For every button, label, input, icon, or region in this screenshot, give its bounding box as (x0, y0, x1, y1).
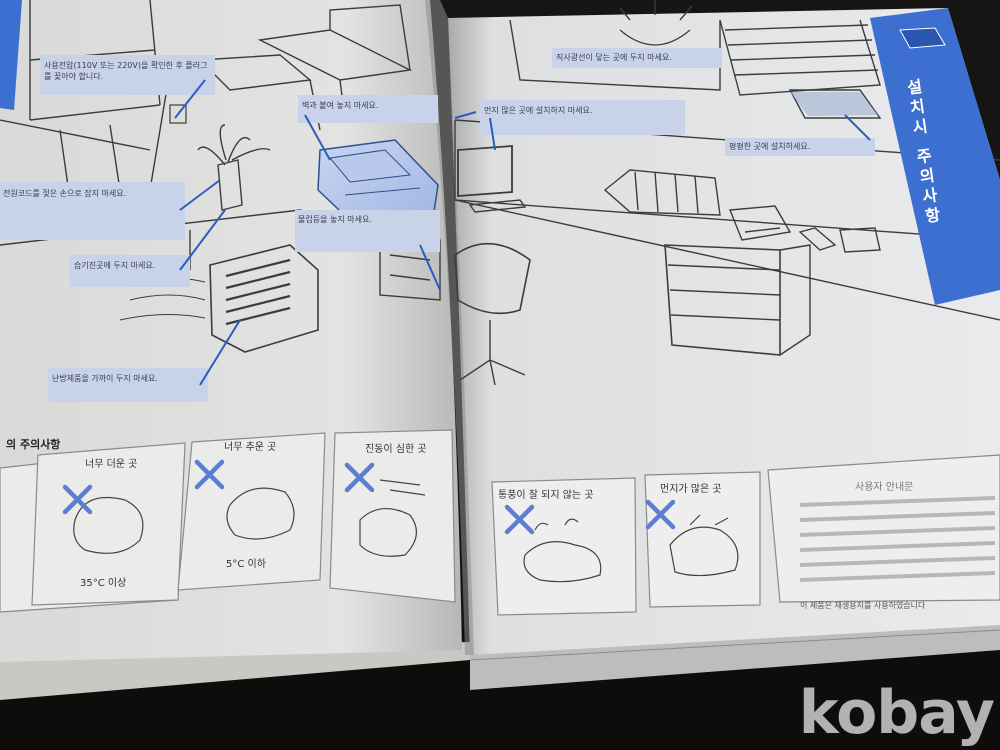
left-callouts (0, 55, 440, 402)
left-x-marks (62, 459, 375, 515)
right-footnote: 이 제품은 재생용지를 사용하였습니다 (800, 601, 926, 610)
callout-water-cup: 물컵등을 놓지 마세요. (298, 215, 372, 224)
right-callouts (480, 48, 875, 156)
note-text-lines (799, 496, 996, 582)
left-section-title: 의 주의사항 (6, 438, 61, 451)
callout-wall: 벽과 붙여 놓지 마세요. (302, 101, 379, 110)
right-x-marks (504, 499, 676, 535)
callout-power-cord: 전원코드를 젖은 손으로 잡지 마세요. (3, 189, 127, 198)
panel-label-cold: 너무 추운 곳 (224, 442, 277, 453)
note-title: 사용자 안내문 (855, 482, 914, 493)
panel-label-vibration: 진동이 심한 곳 (365, 444, 427, 455)
left-leader-lines (174, 79, 441, 386)
callout-voltage: 사용전압(110V 또는 220V)을 확인한 후 플러그를 꽂아야 합니다. (44, 61, 208, 81)
left-panel-art (73, 479, 426, 557)
panel-temp-hot: 35°C 이상 (80, 578, 127, 589)
callout-flat: 평평한 곳에 설치하세요. (729, 142, 811, 151)
right-panels (491, 454, 1000, 616)
panel-label-ventilation: 통풍이 잘 되지 않는 곳 (498, 490, 594, 501)
panel-temp-cold: 5°C 이하 (226, 559, 266, 570)
right-panel-art (523, 514, 739, 583)
right-blue-tab (870, 8, 1000, 305)
callout-dust: 먼지 많은 곳에 설치하지 마세요. (484, 106, 593, 115)
callout-heater: 난방제품을 가까이 두지 마세요. (52, 374, 158, 383)
right-leader-lines (454, 111, 871, 151)
left-blue-tab (0, 0, 22, 110)
panel-label-hot: 너무 더운 곳 (85, 459, 138, 470)
panel-label-dusty: 먼지가 많은 곳 (660, 484, 722, 495)
callout-sunlight: 직사광선이 닿는 곳에 두지 마세요. (556, 53, 672, 62)
callout-humidity: 습기진곳에 두지 마세요. (74, 261, 156, 270)
watermark-logo: kobay (798, 678, 995, 748)
